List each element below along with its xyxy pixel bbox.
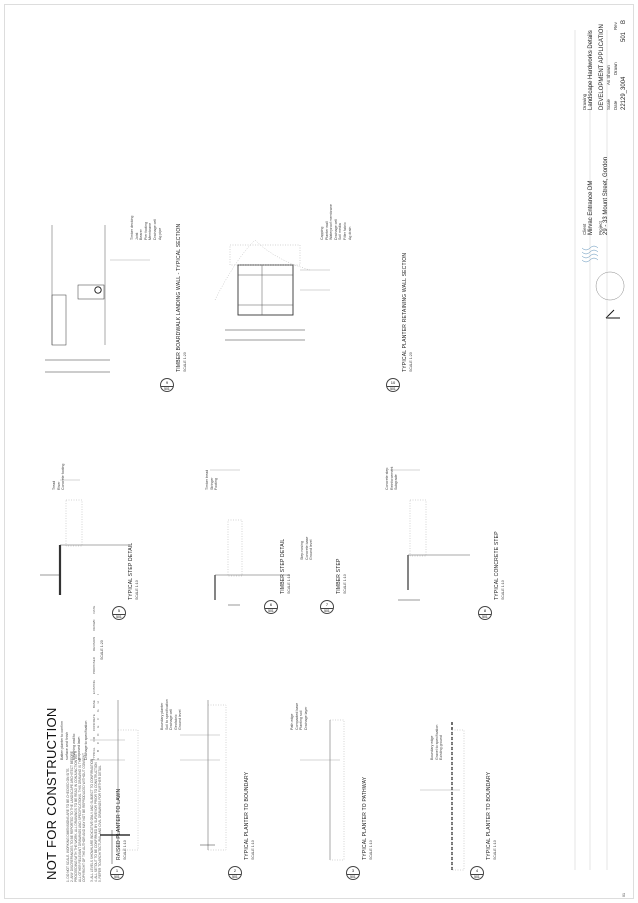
detail-scale-9: SCALE 1:20 — [183, 352, 187, 372]
client-name: Mirvac Entrance DM — [588, 180, 594, 235]
detail-title-10: TYPICAL PLANTER RETAINING WALL SECTION — [402, 252, 408, 372]
drawn-label: Drawn — [613, 62, 618, 75]
detail-title-3: TYPICAL PLANTER TO PATHWAY — [362, 776, 368, 860]
detail-title-4: TYPICAL PLANTER TO BOUNDARY — [486, 771, 492, 860]
detail-scale-10: SCALE 1:20 — [409, 352, 413, 372]
sheet-number: 501 — [621, 31, 627, 42]
detail-title-9: TIMBER BOARDWALK LANDING WALL - TYPICAL … — [176, 223, 182, 372]
drawing-title: Landscape Hardworks Details — [588, 30, 594, 110]
revision-value: B — [621, 19, 627, 24]
detail-scale-5: SCALE 1:10 — [135, 580, 139, 600]
detail-title-8: TYPICAL CONCRETE STEP — [494, 531, 500, 600]
detail-scale-4: SCALE 1:10 — [493, 840, 497, 860]
status-text: DEVELOPMENT APPLICATION — [599, 24, 605, 110]
revision-label: Rev — [613, 22, 618, 30]
detail-title-2: TYPICAL PLANTER TO BOUNDARY — [244, 771, 250, 860]
detail-scale-6: SCALE 1:10 — [287, 574, 291, 594]
detail-title-7: TIMBER STEP — [336, 558, 342, 594]
date-label: Date — [613, 100, 618, 110]
detail-scale-7: SCALE 1:10 — [343, 574, 347, 594]
sheet-border — [4, 4, 634, 899]
drawing-label: Drawing — [582, 93, 587, 110]
scale-label: Scale — [606, 99, 611, 110]
client-label: Client — [582, 223, 587, 235]
detail-title-5: TYPICAL STEP DETAIL — [128, 542, 134, 600]
scale-value: As Shown — [606, 65, 611, 85]
job-number: 22129_3004 — [621, 76, 627, 110]
detail-scale-8: SCALE 1:10 — [501, 580, 505, 600]
detail-title-6: TIMBER STEP DETAIL — [280, 538, 286, 594]
detail-scale-2: SCALE 1:10 — [251, 840, 255, 860]
detail-scale-3: SCALE 1:10 — [369, 840, 373, 860]
detail-title-1: RAISED PLANTER TO LAWN — [116, 788, 122, 860]
project-name: 29 - 33 Mount Street, Gordon — [603, 156, 609, 235]
detail-scale-1: SCALE 1:10 — [123, 840, 127, 860]
